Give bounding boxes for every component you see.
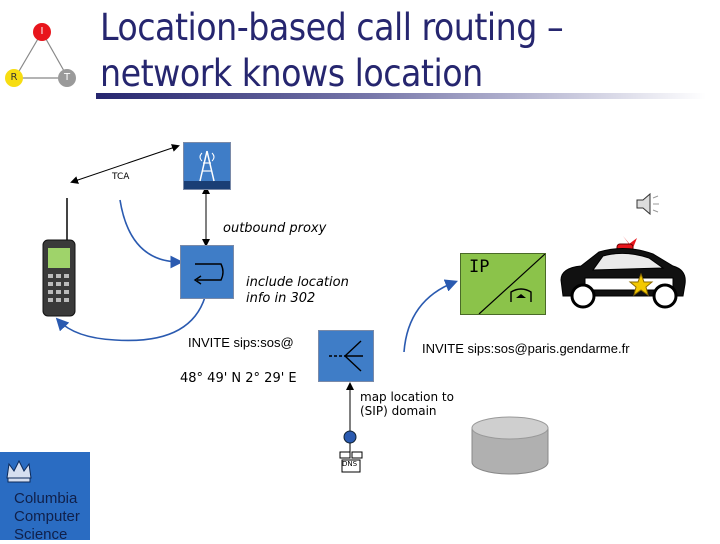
- redirect-icon: [193, 263, 224, 285]
- triangle-node-r: R: [5, 69, 23, 87]
- map-location-line2: (SIP) domain: [360, 404, 437, 418]
- include-location-line2: info in 302: [246, 291, 316, 306]
- mobile-phone-icon: [42, 239, 76, 317]
- coordinates-label: 48° 49' N 2° 29' E: [180, 371, 297, 386]
- outbound-proxy-box: [180, 245, 234, 299]
- speaker-icon: [636, 192, 659, 216]
- columbia-logo-block: Columbia Computer Science: [0, 452, 90, 543]
- triangle-node-t: T: [58, 69, 76, 87]
- invite-paris-label: INVITE sips:sos@paris.gendarme.fr: [422, 341, 630, 356]
- slide-title-line-1: Location-based call routing –: [100, 6, 564, 49]
- columbia-line2: Computer: [14, 508, 80, 525]
- dns-label: DNS: [342, 460, 358, 468]
- ip-label: IP: [469, 257, 490, 277]
- columbia-line1: Columbia: [14, 490, 78, 507]
- police-car-icon: [560, 236, 686, 309]
- include-location-line1: include location: [246, 275, 349, 290]
- dns-server-icon: [339, 430, 363, 473]
- crown-icon: [6, 459, 32, 483]
- ip-gateway-graphic: [478, 254, 545, 314]
- map-location-line1: map location to: [360, 390, 454, 404]
- triangle-node-i: I: [33, 23, 51, 41]
- outbound-proxy-label: outbound proxy: [223, 221, 327, 236]
- slide-title-line-2: network knows location: [100, 52, 483, 95]
- cell-tower-icon: [184, 150, 230, 189]
- invite-sos-label: INVITE sips:sos@: [188, 335, 294, 350]
- database-icon: [471, 416, 549, 475]
- ip-gateway-box: IP: [460, 253, 546, 315]
- cell-tower-box: [183, 142, 231, 190]
- columbia-line3: Science: [14, 526, 68, 543]
- fork-icon: [329, 340, 363, 372]
- sip-proxy-box: [318, 330, 374, 382]
- title-underline-bar: [96, 93, 706, 99]
- tca-label: TCA: [112, 172, 130, 182]
